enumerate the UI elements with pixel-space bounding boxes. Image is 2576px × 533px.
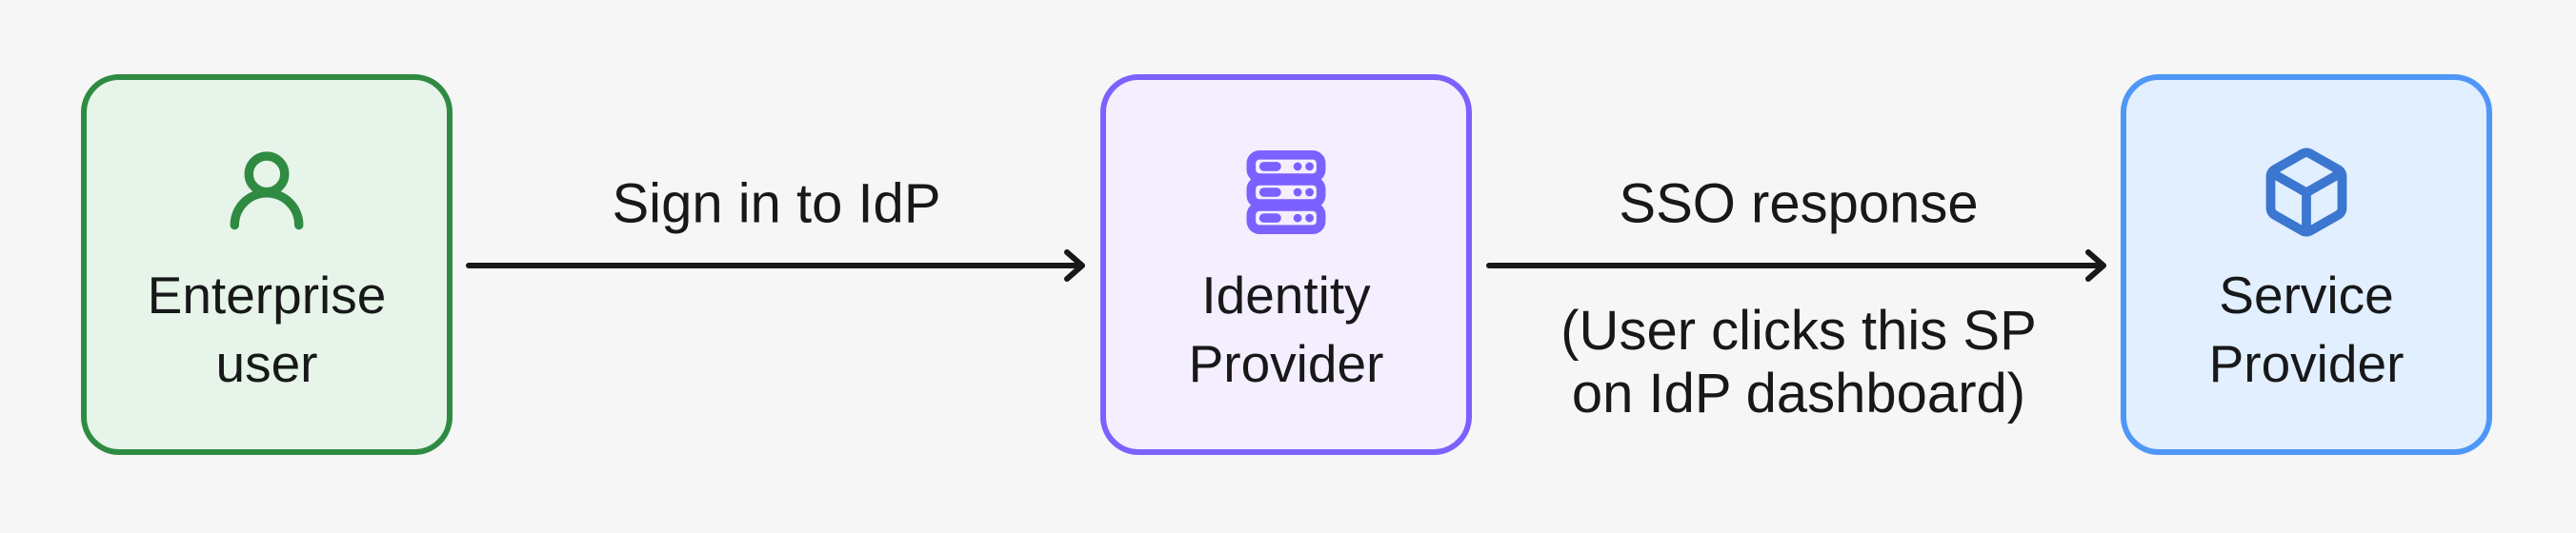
edge-label-sign-in-to-idp: Sign in to IdP (612, 172, 941, 235)
node-identity-provider: Identity Provider (1100, 74, 1472, 455)
edge-sublabel-line: (User clicks this SP (1560, 300, 2037, 362)
edge-sublabel-line: on IdP dashboard) (1571, 363, 2026, 424)
node-label-line: Provider (1188, 334, 1384, 393)
arrow-sign-in-to-idp (466, 249, 1085, 282)
node-label-enterprise-user: Enterprise user (87, 261, 447, 398)
node-label-line: user (215, 334, 318, 393)
node-enterprise-user: Enterprise user (81, 74, 453, 455)
node-label-identity-provider: Identity Provider (1106, 261, 1466, 398)
node-label-line: Identity (1201, 266, 1371, 325)
arrow-sso-response (1486, 249, 2106, 282)
server-icon (1106, 145, 1466, 240)
edge-sublabel-sso-response: (User clicks this SP on IdP dashboard) (1560, 300, 2037, 425)
node-label-line: Service (2219, 266, 2394, 325)
node-label-line: Enterprise (147, 266, 387, 325)
node-service-provider: Service Provider (2121, 74, 2492, 455)
user-icon (87, 145, 447, 240)
node-label-line: Provider (2208, 334, 2405, 393)
node-label-service-provider: Service Provider (2126, 261, 2486, 398)
box-icon (2126, 145, 2486, 240)
edge-label-sso-response: SSO response (1619, 172, 1979, 235)
